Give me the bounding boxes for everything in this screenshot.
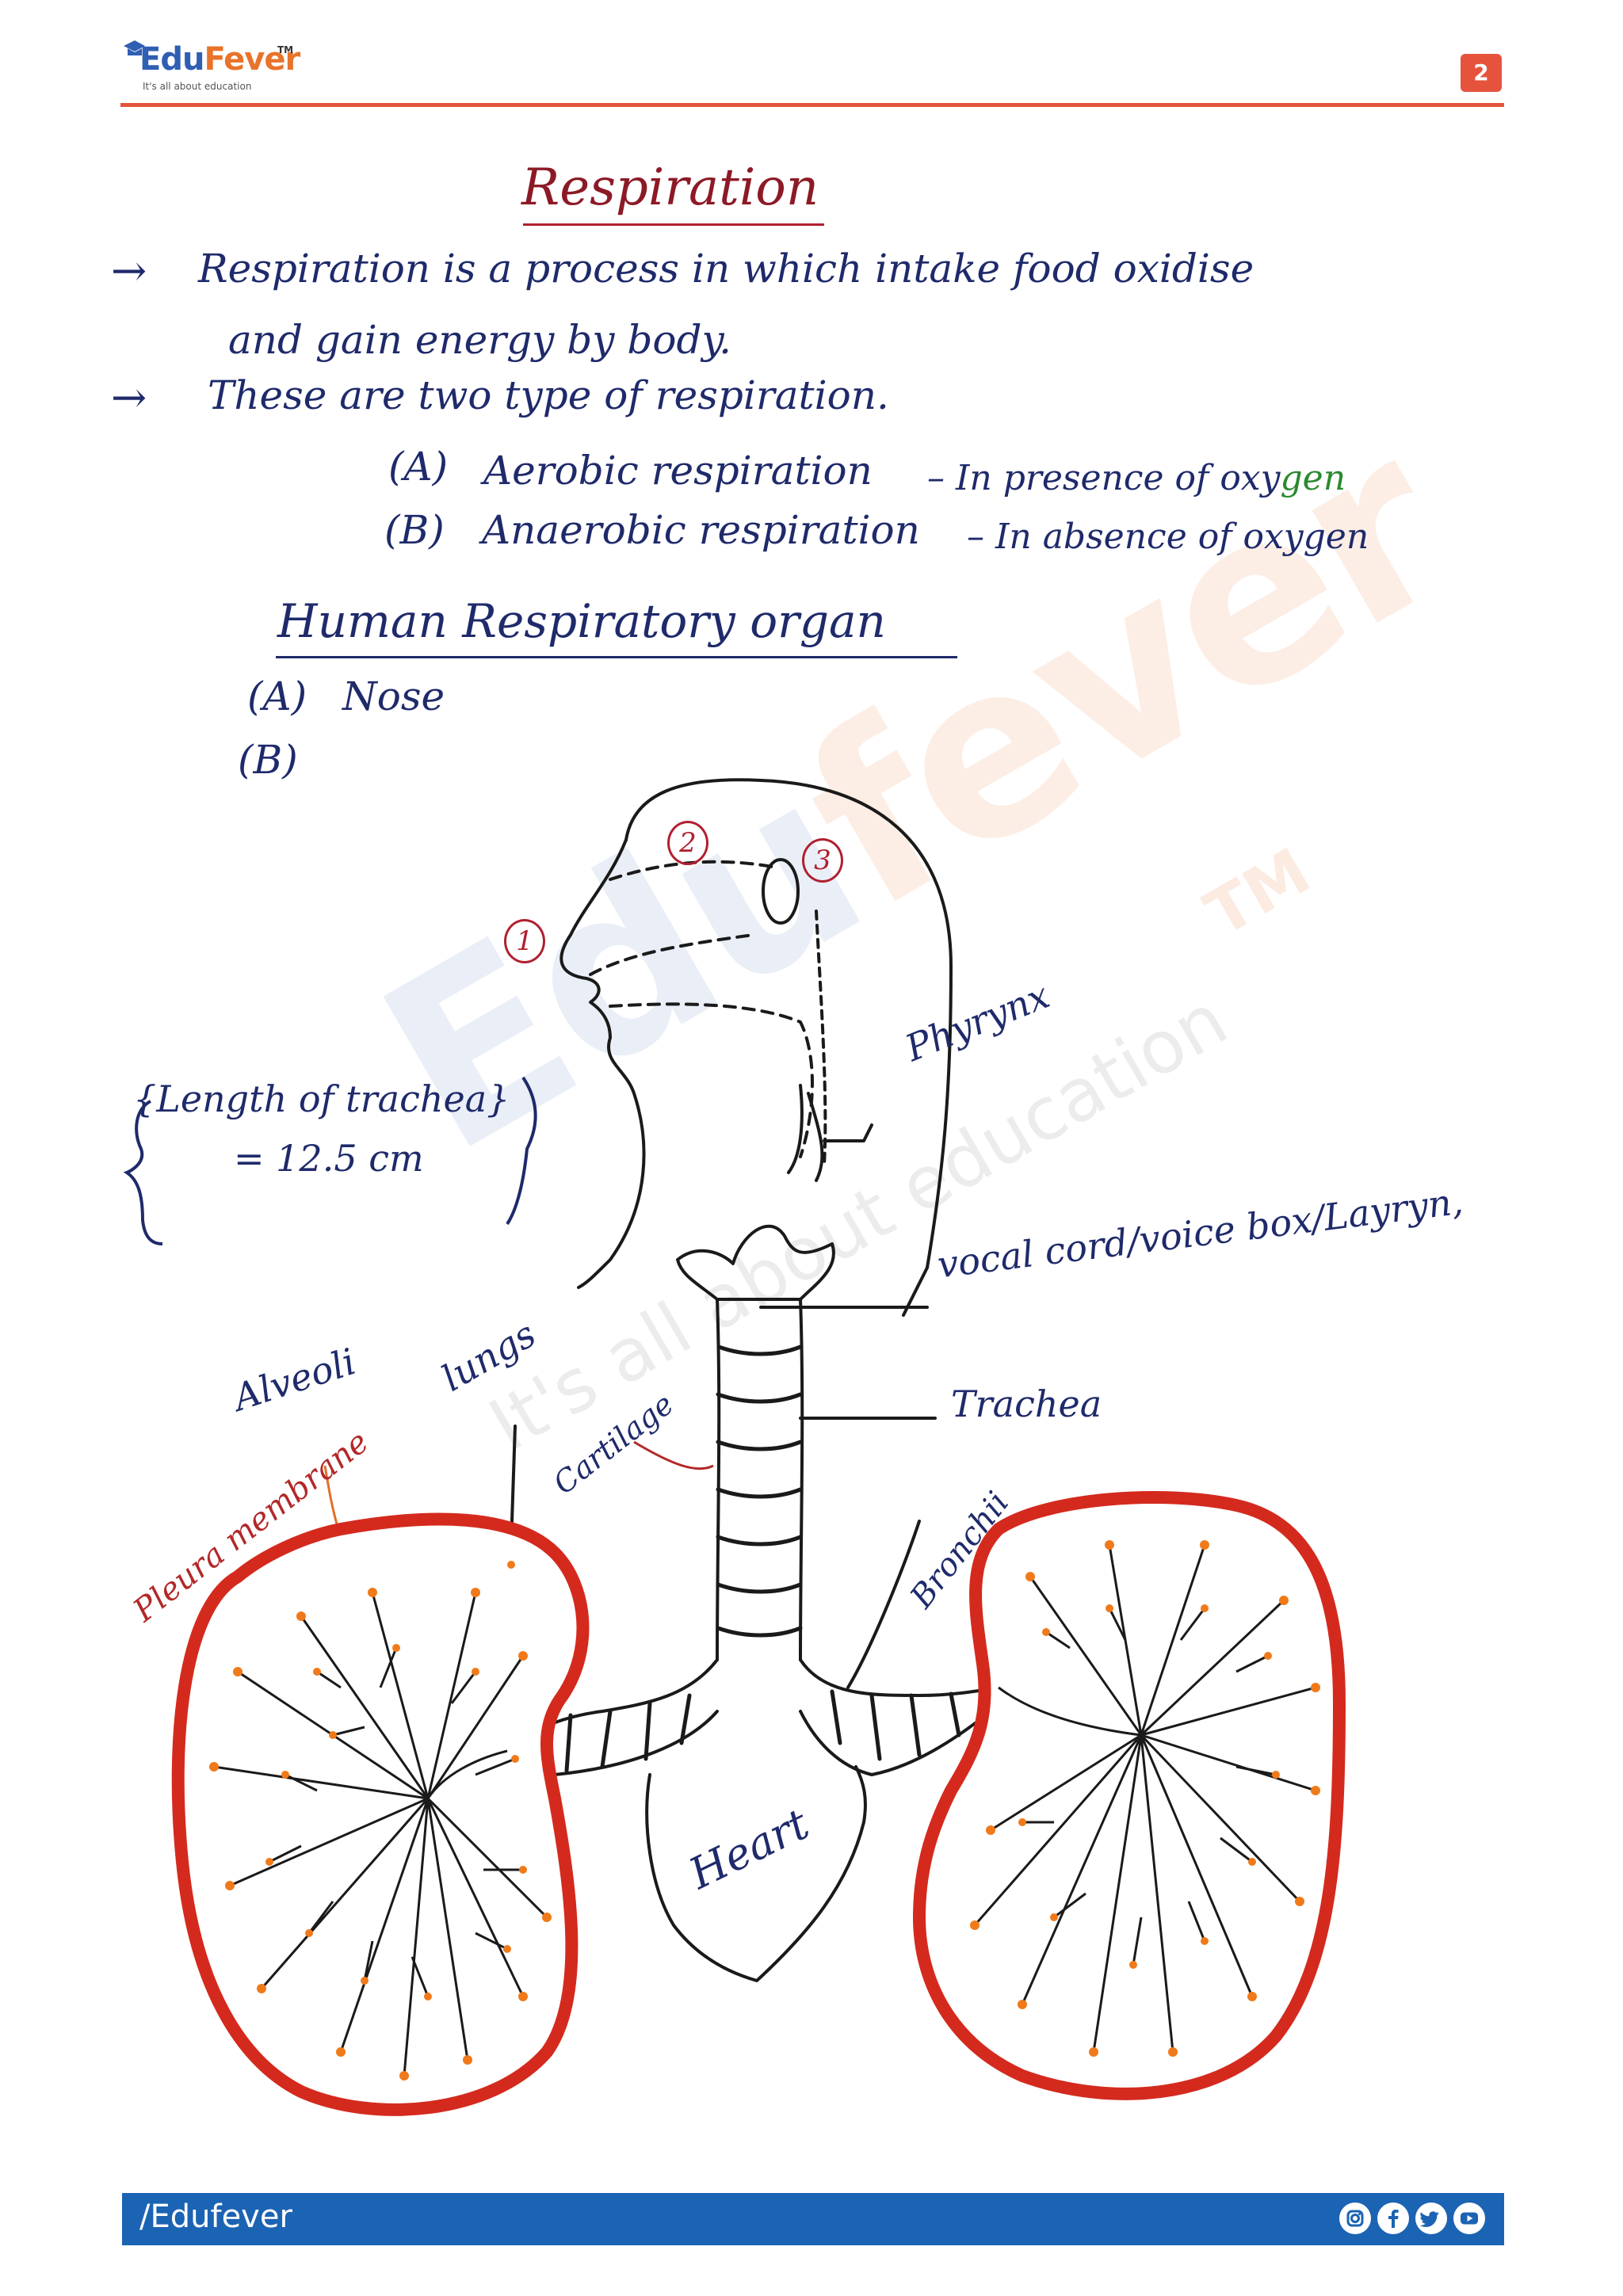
youtube-icon[interactable] [1453,2203,1485,2234]
organ-b-marker: (B) [238,737,298,783]
organ-a-name: Nose [342,673,445,719]
type-b-marker: (B) [384,507,445,553]
right-lung [912,1491,1346,2100]
label-trachea-length: {Length of trachea} [133,1077,510,1120]
head-outline [624,778,953,1269]
facebook-icon[interactable] [1377,2203,1409,2234]
type-a-description: – In presence of oxygen [927,458,1346,498]
types-intro: These are two type of respiration. [208,372,889,418]
label-trachea-length-value: = 12.5 cm [234,1137,424,1180]
type-a-name: Aerobic respiration [483,448,873,494]
heading-underline [276,656,957,658]
label-trachea: Trachea [951,1383,1102,1425]
brand-logo: EduFever [139,41,300,78]
logo-tagline: It's all about education [143,81,252,92]
definition-line-2: and gain energy by body. [228,317,732,363]
footer-bar [122,2193,1504,2245]
type-b-name: Anaerobic respiration [482,507,920,553]
bullet-arrow: → [111,246,147,296]
type-a-marker: (A) [388,444,449,490]
organ-a-marker: (A) [247,673,307,719]
logo-mark-icon [124,40,145,55]
left-lung [171,1512,590,2116]
page-number-badge: 2 [1461,54,1502,92]
type-b-description: – In absence of oxygen [967,517,1369,557]
definition-line-1: Respiration is a process in which intake… [198,246,1254,292]
heart-outline [645,1765,867,1982]
logo-trademark: TM [277,44,294,55]
twitter-icon[interactable] [1415,2203,1447,2234]
title-underline [523,223,824,226]
page-title: Respiration [521,158,819,217]
marker-number-3: 3 [802,838,843,883]
marker-number-1: 1 [504,919,545,963]
section-heading: Human Respiratory organ [277,594,886,648]
instagram-icon[interactable] [1339,2203,1371,2234]
face-outline [559,838,646,1289]
bullet-arrow: → [111,372,147,422]
marker-number-2: 2 [667,821,708,865]
header-divider [120,103,1504,107]
footer-handle: /Edufever [139,2199,292,2235]
